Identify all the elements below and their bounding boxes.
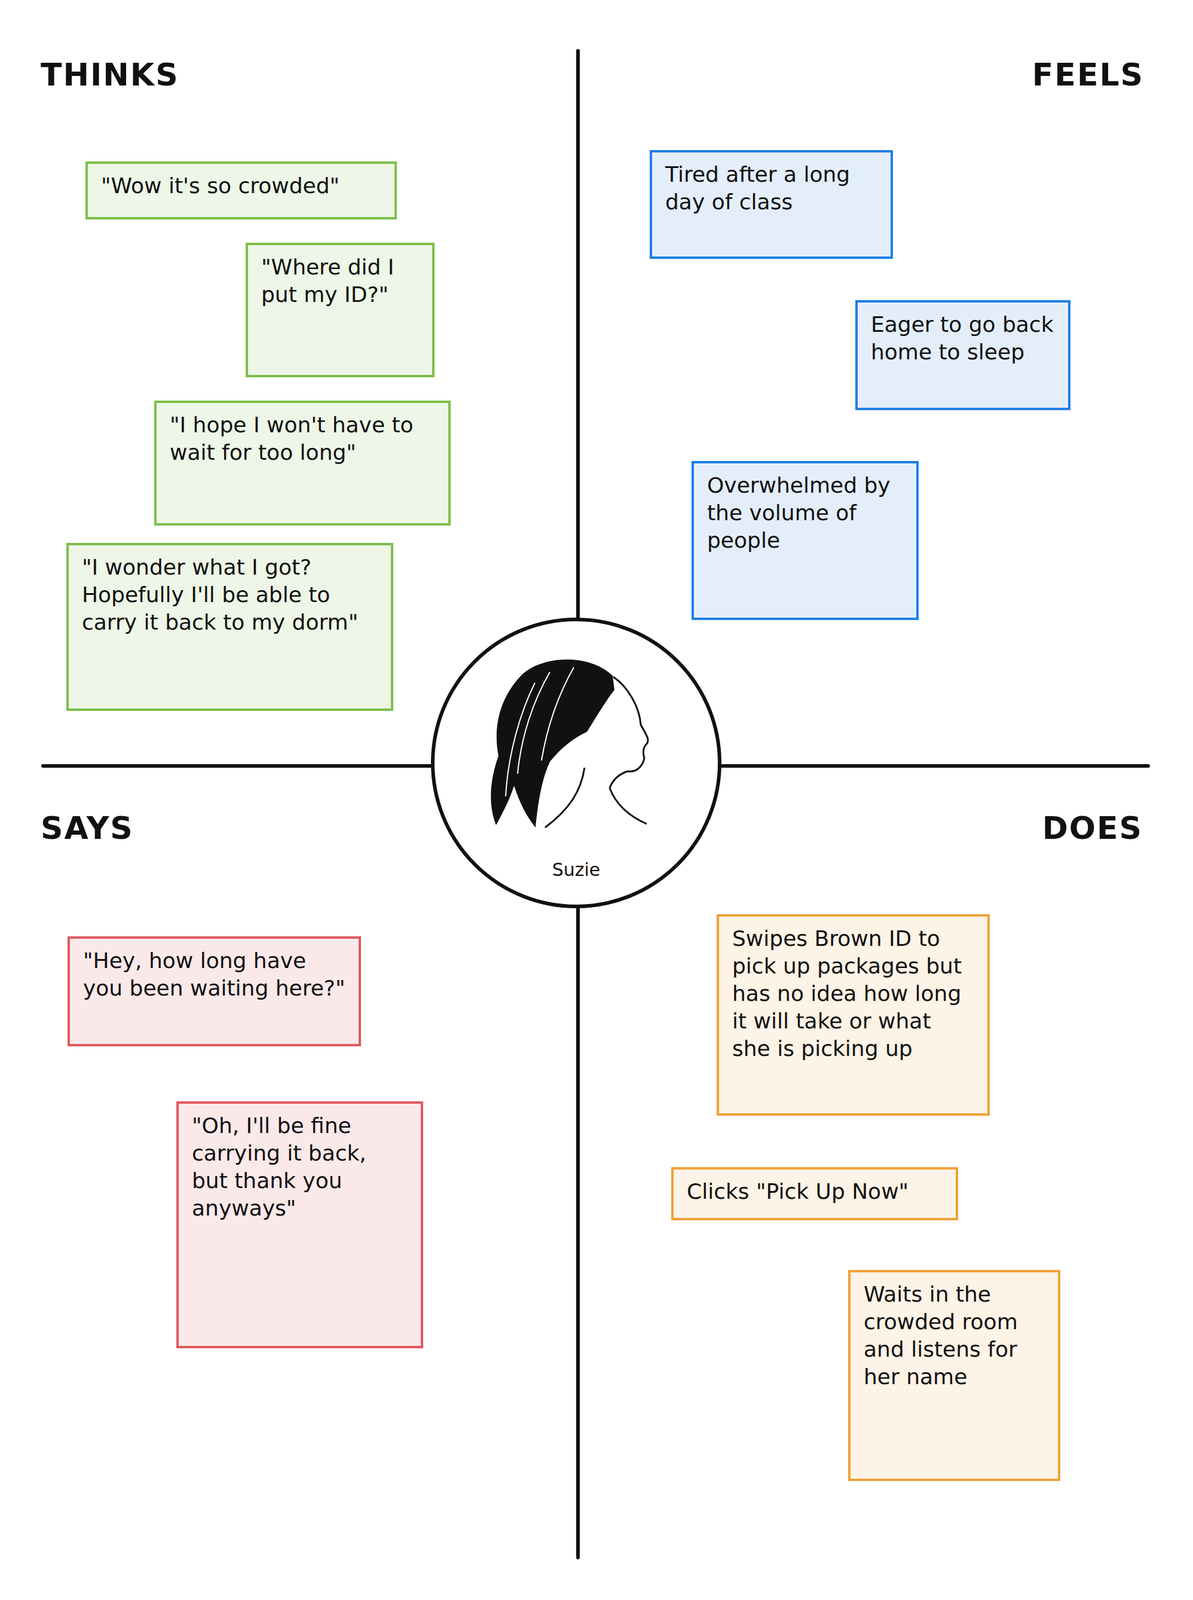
hair-strands xyxy=(505,667,574,797)
note-text: Waits in the crowded room and listens fo… xyxy=(863,1280,1045,1391)
persona-circle: Suzie xyxy=(430,616,723,909)
note-text: Tired after a long day of class xyxy=(665,160,878,216)
note-text: "Wow it's so crowded" xyxy=(101,172,382,200)
hair xyxy=(490,659,615,828)
sticky-note: "Oh, I'll be fine carrying it back, but … xyxy=(176,1100,424,1348)
note-text: Swipes Brown ID to pick up packages but … xyxy=(732,924,975,1063)
persona-name: Suzie xyxy=(430,858,723,880)
sticky-note: Swipes Brown ID to pick up packages but … xyxy=(716,913,990,1116)
quadrant-label: THINKS xyxy=(40,56,180,93)
sticky-note: "Hey, how long have you been waiting her… xyxy=(67,935,362,1046)
note-text: "I hope I won't have to wait for too lon… xyxy=(169,411,436,467)
note-text: Overwhelmed by the volume of people xyxy=(707,471,904,555)
sticky-note: "I wonder what I got? Hopefully I'll be … xyxy=(66,542,394,711)
sticky-note: "I hope I won't have to wait for too lon… xyxy=(154,400,451,526)
note-text: Eager to go back home to sleep xyxy=(870,310,1055,366)
sticky-note: "Where did I put my ID?" xyxy=(245,242,435,378)
quadrant-label: DOES xyxy=(1042,809,1143,846)
note-text: "Where did I put my ID?" xyxy=(261,253,419,309)
note-text: "Oh, I'll be fine carrying it back, but … xyxy=(191,1111,408,1222)
sticky-note: Tired after a long day of class xyxy=(649,150,893,259)
note-text: "Hey, how long have you been waiting her… xyxy=(83,946,346,1002)
face-profile xyxy=(609,676,648,788)
sticky-note: Eager to go back home to sleep xyxy=(855,300,1071,411)
sticky-note: "Wow it's so crowded" xyxy=(85,161,397,220)
neck-shoulders xyxy=(545,767,647,828)
sticky-note: Clicks "Pick Up Now" xyxy=(671,1166,959,1220)
note-text: Clicks "Pick Up Now" xyxy=(686,1177,943,1205)
sticky-note: Overwhelmed by the volume of people xyxy=(691,460,919,620)
sticky-note: Waits in the crowded room and listens fo… xyxy=(848,1269,1061,1481)
quadrant-label: SAYS xyxy=(40,809,134,846)
note-text: "I wonder what I got? Hopefully I'll be … xyxy=(81,553,378,636)
quadrant-label: FEELS xyxy=(1032,56,1144,93)
